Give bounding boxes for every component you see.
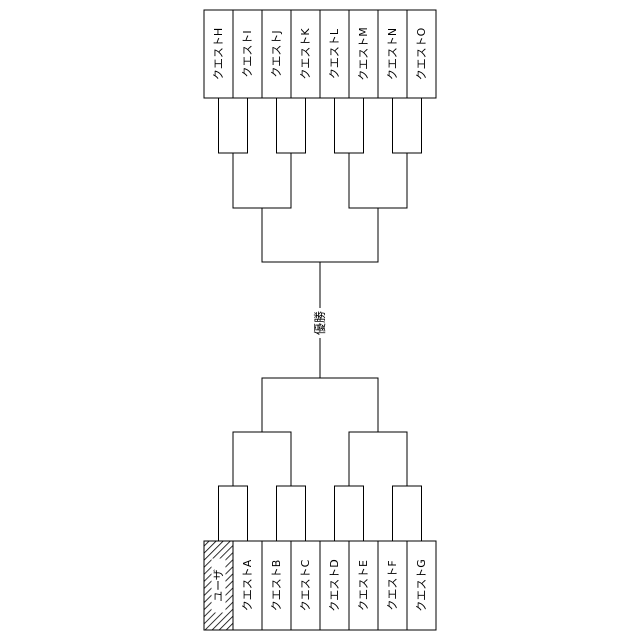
entrant-name: クエストG: [415, 559, 428, 612]
entrant-name: クエストM: [357, 27, 370, 81]
bottom-semifinal: [262, 378, 378, 432]
top-round1-match-1: [277, 98, 306, 153]
entrant-name: ユーザ: [212, 569, 225, 602]
entrant-name: クエストD: [328, 559, 341, 611]
bottom-round1-match-0: [219, 486, 248, 541]
entrant-name: クエストH: [212, 28, 225, 80]
entrant-slot-top-6: クエストN: [378, 10, 407, 98]
top-round1-match-0: [219, 98, 248, 153]
entrant-slot-top-3: クエストK: [291, 10, 320, 98]
entrant-name: クエストO: [415, 27, 428, 80]
entrant-name: クエストN: [386, 28, 399, 80]
bottom-round2-match-0: [233, 432, 291, 486]
top-semifinal: [262, 208, 378, 262]
entrant-slot-bottom-0: ユーザ: [204, 541, 233, 630]
bottom-round2-match-1: [349, 432, 407, 486]
entrant-name: クエストL: [328, 28, 341, 79]
entrant-name: クエストI: [241, 30, 254, 77]
entrant-slot-bottom-6: クエストF: [378, 541, 407, 630]
entrant-slot-top-0: クエストH: [204, 10, 233, 98]
bottom-round1-match-2: [335, 486, 364, 541]
entrant-name: クエストB: [270, 560, 283, 612]
entrant-slot-bottom-4: クエストD: [320, 541, 349, 630]
bottom-entrant-row: ユーザ クエストA クエストB クエストC クエストD クエストE クエストF クエストG: [204, 541, 436, 630]
entrant-slot-bottom-1: クエストA: [233, 541, 262, 630]
entrant-name: クエストA: [241, 559, 254, 611]
entrant-slot-top-7: クエストO: [407, 10, 436, 98]
entrant-slot-top-1: クエストI: [233, 10, 262, 98]
top-round1-match-2: [335, 98, 364, 153]
entrant-slot-top-5: クエストM: [349, 10, 378, 98]
entrant-name: クエストF: [386, 560, 399, 610]
top-round1-match-3: [393, 98, 422, 153]
entrant-name: クエストJ: [270, 30, 283, 77]
entrant-slot-bottom-3: クエストC: [291, 541, 320, 630]
entrant-slot-top-2: クエストJ: [262, 10, 291, 98]
top-round2-match-0: [233, 153, 291, 208]
entrant-name: クエストE: [357, 560, 370, 611]
entrant-name: クエストK: [299, 28, 312, 80]
bottom-round1-match-1: [277, 486, 306, 541]
entrant-slot-bottom-2: クエストB: [262, 541, 291, 630]
top-entrant-row: クエストH クエストI クエストJ クエストK クエストL クエストM クエストN クエストO: [204, 10, 436, 98]
entrant-slot-bottom-7: クエストG: [407, 541, 436, 630]
top-round2-match-1: [349, 153, 407, 208]
entrant-name: クエストC: [299, 559, 312, 611]
winner-label: 優勝: [312, 311, 327, 335]
entrant-slot-bottom-5: クエストE: [349, 541, 378, 630]
bottom-round1-match-3: [393, 486, 422, 541]
entrant-slot-top-4: クエストL: [320, 10, 349, 98]
